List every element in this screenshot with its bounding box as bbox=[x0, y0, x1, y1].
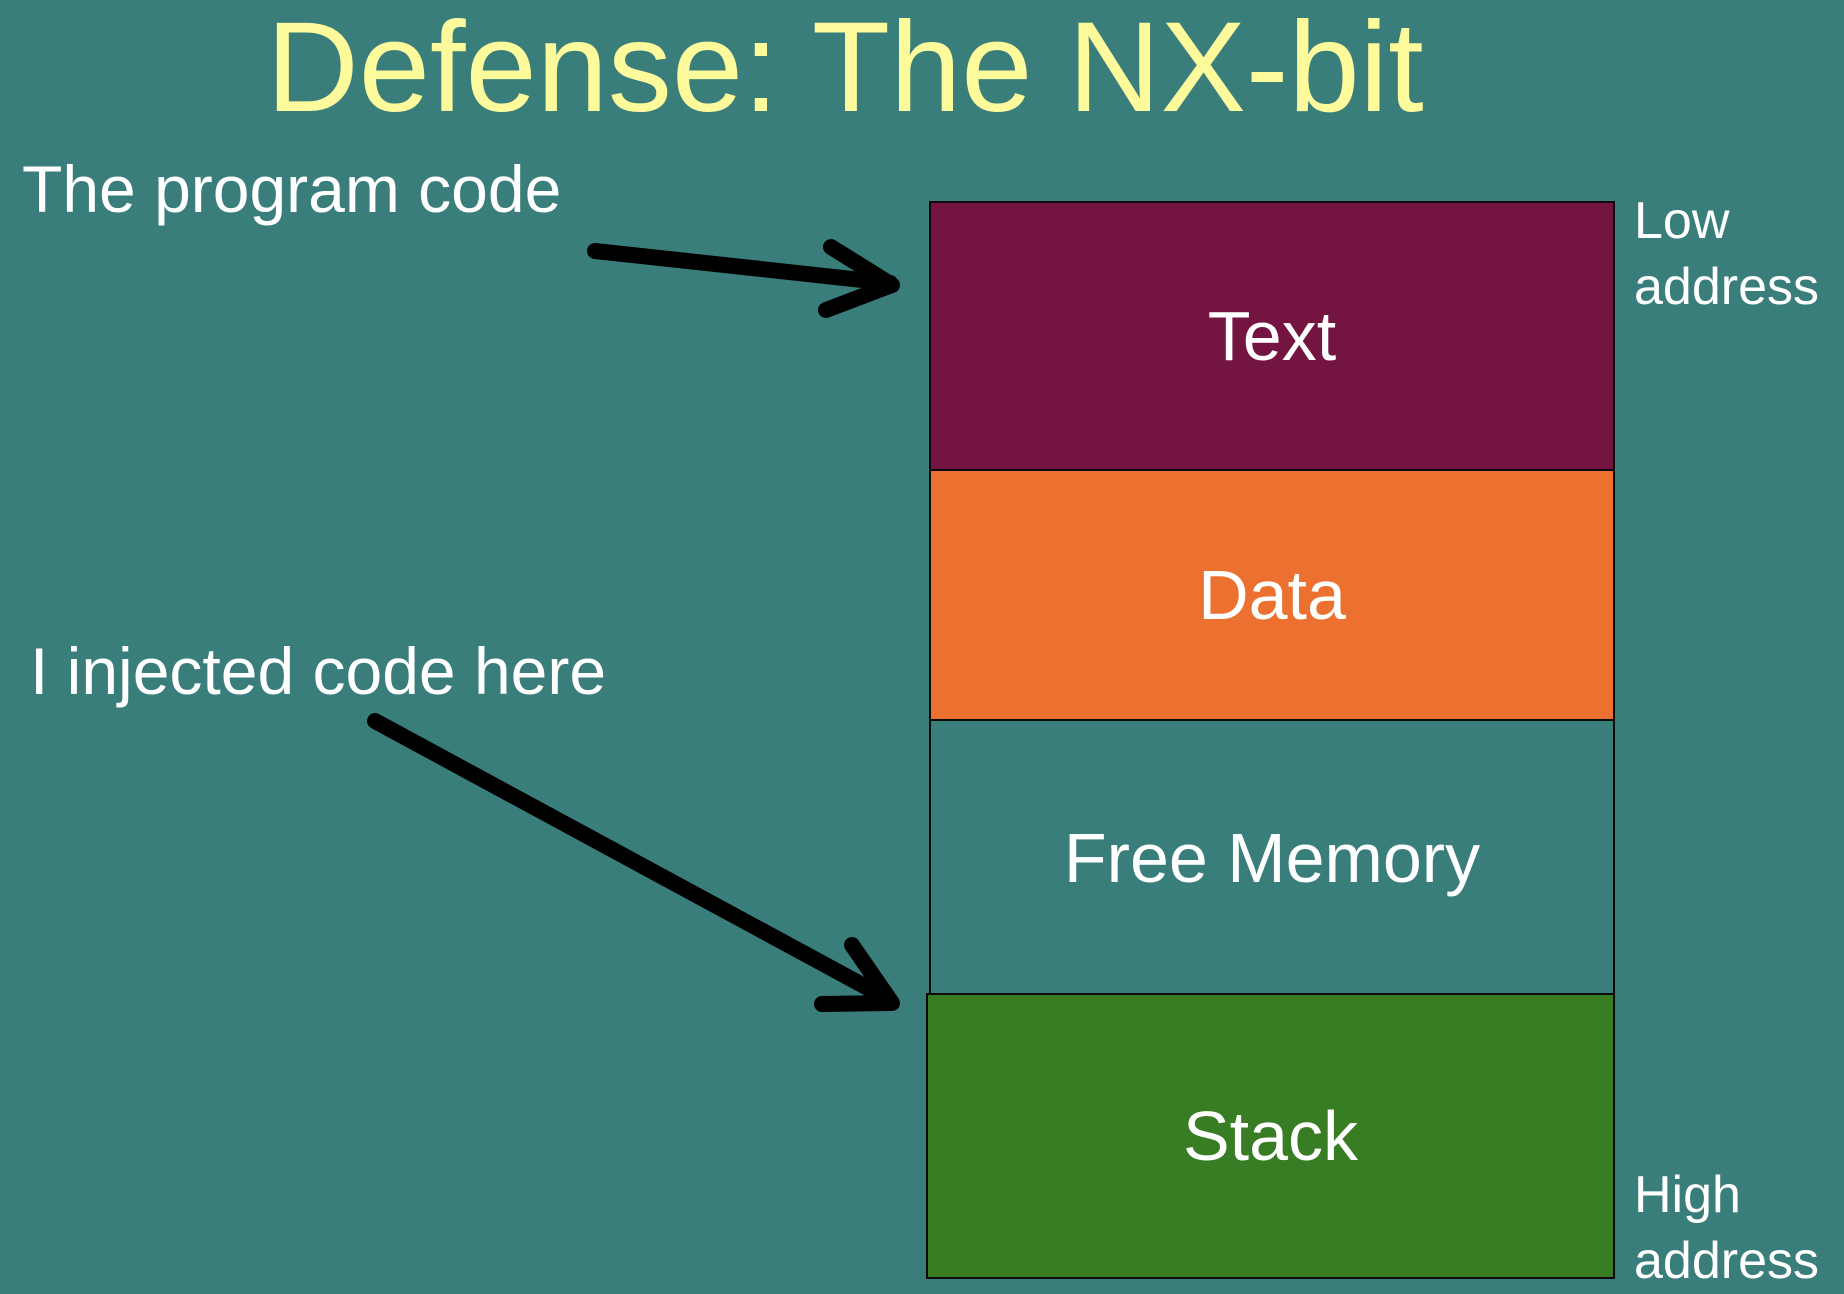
segment-text: Text bbox=[929, 201, 1615, 471]
injected-code-arrow bbox=[367, 713, 900, 1012]
segment-data-label: Data bbox=[1198, 556, 1346, 634]
program-code-arrow bbox=[587, 239, 900, 318]
segment-stack-label: Stack bbox=[1182, 1097, 1359, 1175]
injected-code-label: I injected code here bbox=[30, 634, 607, 708]
segment-free-memory-label: Free Memory bbox=[1063, 819, 1481, 897]
high-address-label: High address bbox=[1634, 1166, 1819, 1290]
segment-data: Data bbox=[929, 469, 1615, 721]
slide-title: Defense: The NX-bit bbox=[266, 0, 1424, 139]
program-code-label: The program code bbox=[22, 152, 562, 226]
segment-stack: Stack bbox=[926, 993, 1615, 1279]
low-address-label: Low address bbox=[1634, 192, 1819, 316]
segment-free-memory: Free Memory bbox=[929, 719, 1615, 997]
segment-text-label: Text bbox=[1207, 297, 1337, 375]
